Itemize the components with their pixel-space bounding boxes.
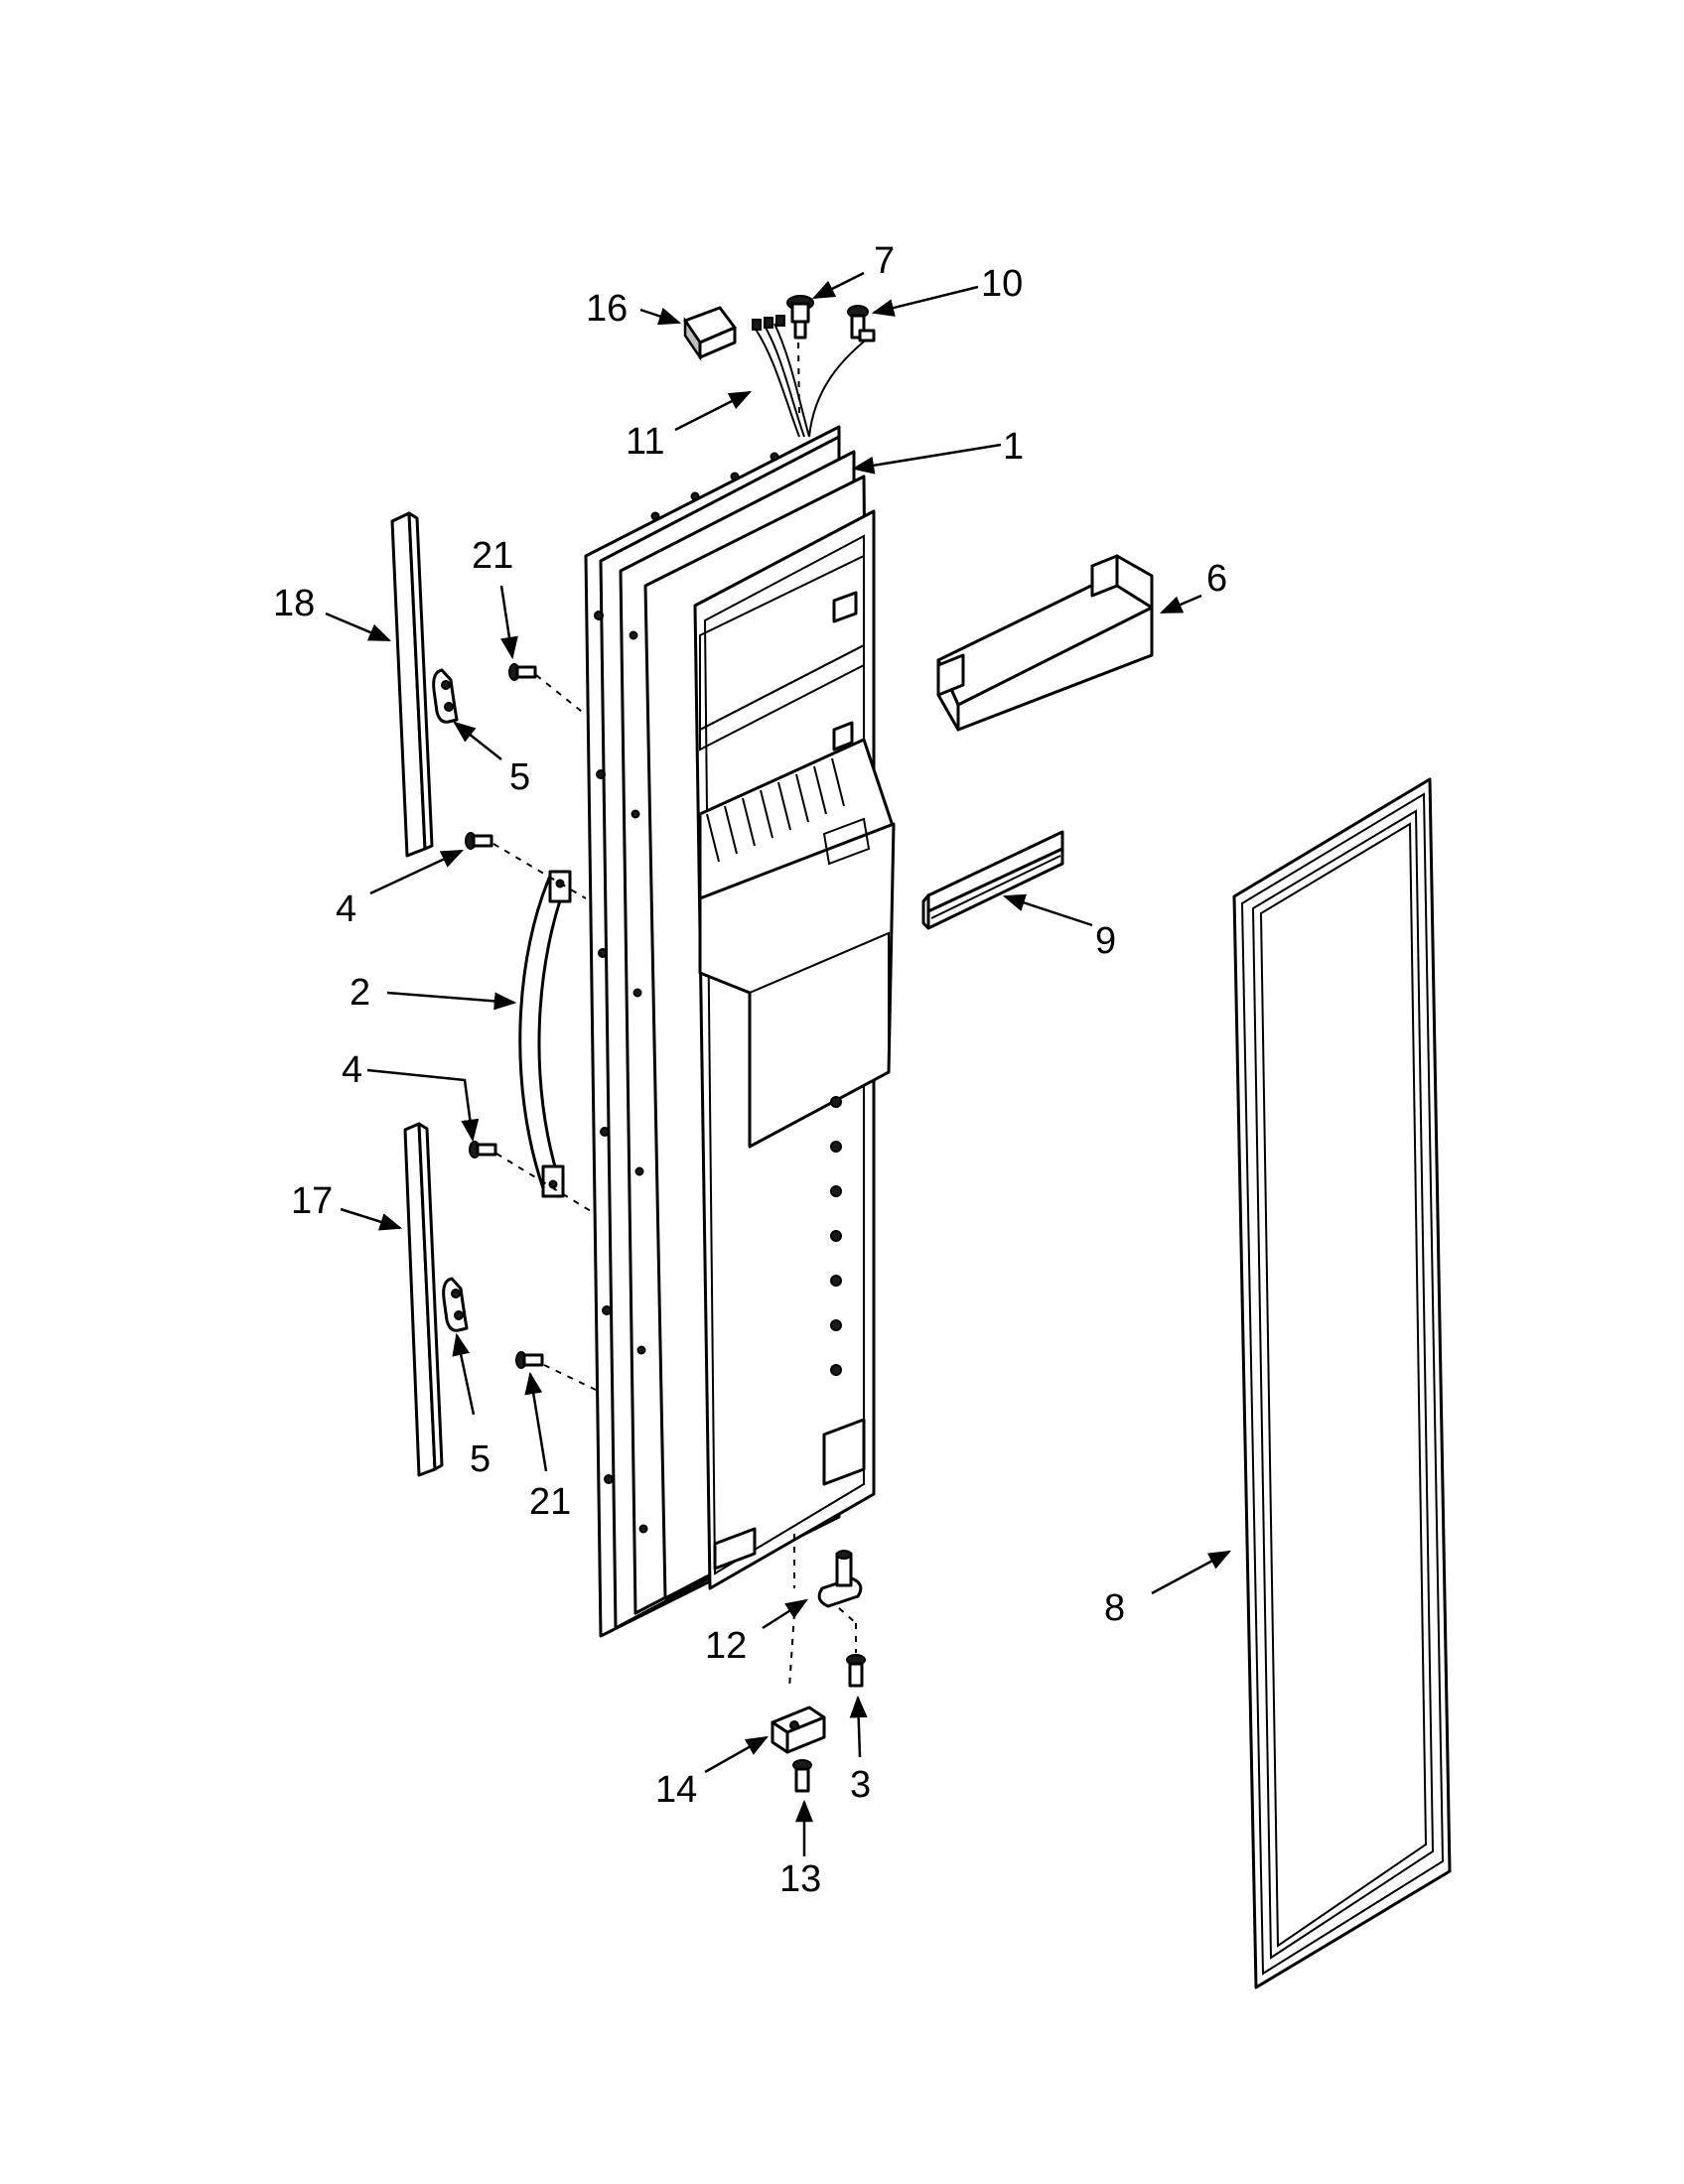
screw-21-upper	[508, 663, 537, 681]
handle-trim-lower	[403, 1122, 444, 1477]
callout-12: 12	[705, 1625, 747, 1667]
door-gasket	[1232, 777, 1452, 1989]
callout-8: 8	[1104, 1587, 1125, 1629]
door-handle	[518, 870, 572, 1198]
callout-5-upper: 5	[509, 756, 530, 798]
screw-4-upper	[465, 832, 493, 850]
leader-lines	[325, 271, 1231, 1856]
wire-connector	[683, 306, 737, 362]
callout-13: 13	[779, 1858, 821, 1900]
hinge-block	[771, 1706, 826, 1754]
door-panel	[584, 425, 896, 1638]
handle-trim-upper	[390, 511, 434, 858]
callout-9: 9	[1095, 920, 1116, 962]
callout-6: 6	[1206, 558, 1227, 600]
callout-21-upper: 21	[472, 535, 513, 577]
callout-3: 3	[850, 1764, 871, 1806]
screw-21-lower	[515, 1351, 544, 1369]
hinge-bracket-upper	[817, 1550, 863, 1608]
door-inner-holes	[830, 1096, 842, 1376]
screw-13	[792, 1759, 812, 1793]
callout-2: 2	[350, 972, 370, 1014]
callout-7: 7	[874, 240, 895, 282]
screw-4-lower	[469, 1141, 497, 1159]
callout-21-lower: 21	[529, 1481, 571, 1523]
ice-chute-ribs	[706, 757, 845, 863]
callout-10: 10	[981, 263, 1023, 305]
callout-labels: 1 2 3 4 4 5 5 6 7 8 9 10 11 12 13 14 16 …	[273, 240, 1227, 1900]
callout-1: 1	[1003, 426, 1024, 468]
callout-14: 14	[655, 1769, 697, 1811]
trim-clip-upper	[432, 668, 459, 724]
wire-harness	[752, 315, 876, 438]
door-rail-holes	[594, 452, 779, 1534]
door-shelf-bin	[936, 554, 1154, 732]
callout-4-upper: 4	[336, 888, 356, 930]
callout-4-lower: 4	[342, 1049, 362, 1091]
shelf-rail	[921, 830, 1064, 930]
callout-16: 16	[586, 288, 628, 330]
light-switch	[786, 295, 814, 340]
callout-5-lower: 5	[470, 1438, 491, 1480]
assembly-lines	[492, 341, 857, 1689]
screw-3	[846, 1654, 866, 1688]
callout-18: 18	[273, 583, 315, 624]
callout-11: 11	[626, 421, 664, 463]
trim-clip-lower	[442, 1277, 469, 1332]
callout-17: 17	[291, 1180, 333, 1222]
